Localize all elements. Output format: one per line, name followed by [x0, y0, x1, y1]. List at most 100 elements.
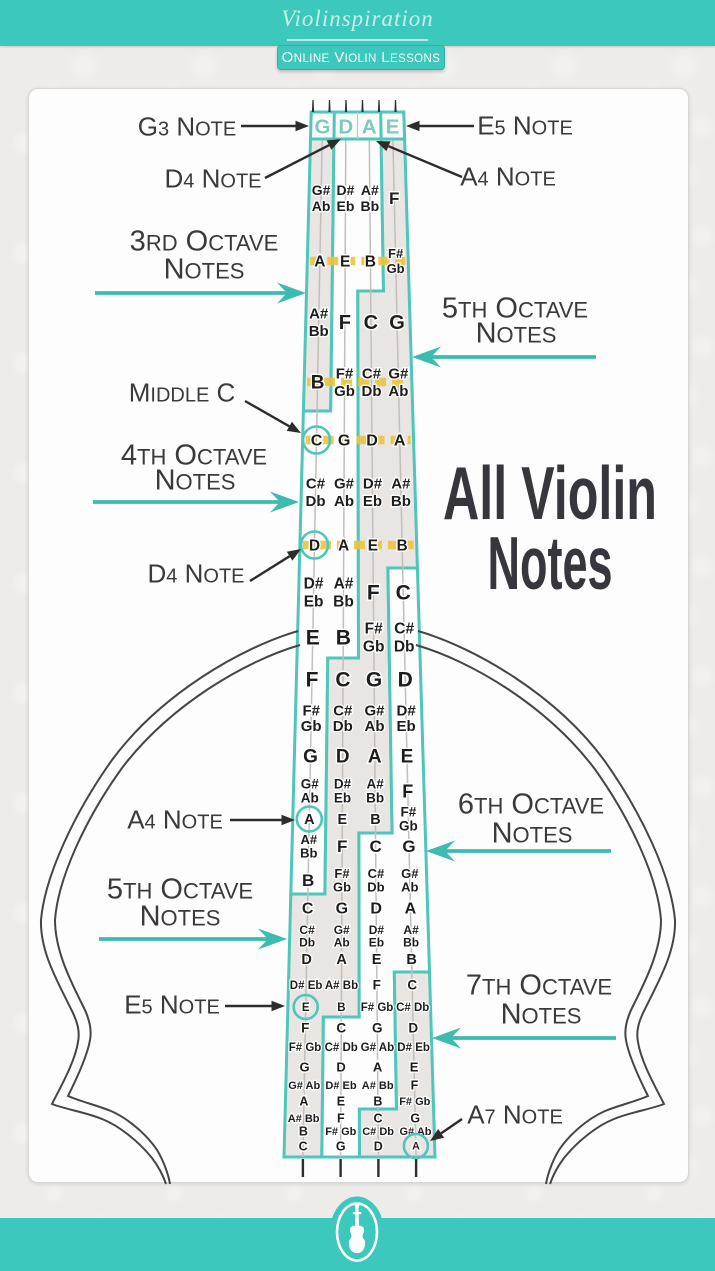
svg-text:F: F: [373, 978, 381, 993]
svg-text:G: G: [389, 312, 405, 334]
svg-text:G#Ab: G#Ab: [301, 777, 320, 806]
svg-text:A#Bb: A#Bb: [309, 306, 329, 340]
svg-text:C#Db: C#Db: [299, 923, 315, 949]
svg-text:D#Eb: D#Eb: [363, 476, 383, 510]
svg-text:B: B: [299, 1124, 308, 1138]
svg-text:C# Db: C# Db: [362, 1126, 394, 1138]
svg-text:G#Ab: G#Ab: [364, 703, 385, 736]
svg-text:A: A: [299, 1094, 308, 1108]
svg-text:E: E: [306, 626, 320, 649]
svg-text:F# Gb: F# Gb: [289, 1042, 322, 1054]
svg-text:E: E: [410, 1060, 419, 1075]
svg-text:A#Bb: A#Bb: [300, 832, 318, 861]
svg-text:D: D: [366, 432, 378, 450]
svg-text:C#Db: C#Db: [394, 621, 415, 656]
svg-text:G#Ab: G#Ab: [401, 866, 419, 895]
svg-text:E: E: [340, 253, 350, 270]
svg-text:C#Db: C#Db: [306, 476, 326, 510]
svg-text:G: G: [336, 1139, 346, 1153]
svg-text:A#Bb: A#Bb: [391, 476, 411, 510]
svg-text:C: C: [396, 581, 411, 604]
svg-text:E: E: [337, 812, 347, 828]
svg-text:B: B: [373, 1094, 382, 1108]
svg-text:D: D: [309, 537, 320, 554]
svg-text:F#Gb: F#Gb: [301, 703, 322, 736]
svg-text:F: F: [337, 1111, 345, 1125]
svg-text:C: C: [299, 1139, 308, 1153]
svg-text:C: C: [311, 432, 323, 450]
svg-text:G# Ab: G# Ab: [288, 1080, 320, 1092]
svg-text:D#Eb: D#Eb: [397, 703, 417, 736]
svg-text:A: A: [304, 812, 315, 828]
svg-text:C#Db: C#Db: [367, 866, 385, 895]
svg-text:F: F: [411, 1078, 419, 1092]
svg-text:G#Ab: G#Ab: [312, 182, 331, 214]
svg-text:D: D: [370, 901, 382, 918]
svg-text:E: E: [386, 116, 400, 139]
svg-text:B: B: [365, 253, 376, 270]
svg-text:A: A: [338, 537, 349, 554]
svg-text:C# Db: C# Db: [325, 1042, 358, 1054]
svg-text:A#Bb: A#Bb: [403, 923, 419, 949]
svg-text:F#Gb: F#Gb: [363, 621, 385, 656]
svg-text:A: A: [362, 116, 377, 139]
svg-text:B: B: [397, 537, 408, 554]
svg-text:F#Gb: F#Gb: [387, 246, 405, 276]
svg-text:G#Ab: G#Ab: [334, 476, 355, 510]
svg-text:G#Ab: G#Ab: [334, 923, 350, 949]
svg-text:G# Ab: G# Ab: [400, 1126, 432, 1138]
svg-text:Notes: Notes: [488, 521, 613, 605]
svg-text:D: D: [408, 1021, 418, 1036]
svg-text:B: B: [336, 626, 351, 649]
svg-text:D#Eb: D#Eb: [369, 923, 385, 949]
svg-text:A: A: [394, 432, 406, 450]
svg-text:D# Eb: D# Eb: [397, 1042, 430, 1054]
svg-text:D# Eb: D# Eb: [290, 980, 323, 992]
svg-text:F: F: [339, 312, 351, 334]
svg-text:G: G: [336, 901, 348, 918]
svg-text:G# Ab: G# Ab: [361, 1042, 394, 1054]
svg-text:G: G: [410, 1111, 420, 1125]
svg-text:C: C: [335, 668, 350, 691]
svg-text:G#Ab: G#Ab: [388, 366, 409, 400]
svg-text:E: E: [368, 537, 378, 554]
svg-text:E: E: [401, 747, 414, 768]
svg-text:B: B: [370, 812, 380, 828]
svg-text:A# Bb: A# Bb: [288, 1113, 320, 1125]
svg-text:A# Bb: A# Bb: [362, 1080, 394, 1092]
svg-text:G: G: [402, 837, 415, 856]
svg-text:C#Db: C#Db: [362, 366, 382, 400]
svg-text:D: D: [374, 1139, 383, 1153]
svg-text:C: C: [364, 312, 378, 334]
svg-text:F#Gb: F#Gb: [333, 866, 351, 895]
svg-text:F: F: [389, 189, 399, 208]
svg-text:C#Db: C#Db: [333, 703, 353, 736]
svg-text:E: E: [337, 1094, 345, 1108]
svg-text:D: D: [338, 116, 353, 139]
svg-text:F: F: [337, 837, 347, 856]
svg-text:D: D: [301, 952, 311, 968]
svg-text:D: D: [336, 1060, 345, 1075]
svg-text:A: A: [368, 747, 382, 768]
svg-text:A# Bb: A# Bb: [325, 980, 358, 992]
svg-text:F: F: [402, 781, 413, 801]
svg-text:F# Gb: F# Gb: [325, 1126, 356, 1138]
svg-text:F#Gb: F#Gb: [399, 805, 418, 834]
svg-text:G: G: [338, 432, 351, 450]
svg-text:A#Bb: A#Bb: [360, 182, 379, 214]
svg-text:A: A: [412, 1141, 420, 1153]
svg-text:F: F: [367, 581, 380, 604]
svg-text:A: A: [336, 952, 347, 968]
svg-text:C: C: [302, 901, 314, 918]
svg-text:F# Gb: F# Gb: [361, 1002, 394, 1014]
svg-text:B: B: [337, 1002, 345, 1014]
svg-text:C: C: [369, 837, 381, 856]
svg-text:G: G: [315, 116, 331, 139]
svg-text:G: G: [300, 1060, 310, 1075]
svg-text:G: G: [372, 1021, 383, 1036]
svg-text:D#Eb: D#Eb: [304, 576, 324, 611]
svg-text:C: C: [336, 1021, 346, 1036]
svg-text:C# Db: C# Db: [396, 1002, 429, 1014]
svg-text:G: G: [303, 747, 318, 768]
svg-text:C: C: [407, 978, 417, 993]
